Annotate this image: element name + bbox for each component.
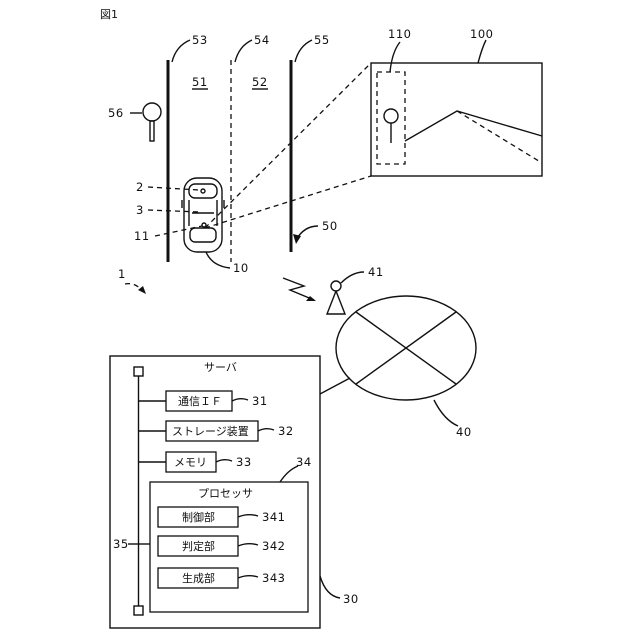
- storage-label: ストレージ装置: [172, 425, 249, 438]
- device-11: [202, 223, 206, 227]
- leader-30: [320, 576, 340, 598]
- control-unit-label: 制御部: [182, 510, 215, 524]
- ref-10: 10: [233, 261, 249, 275]
- network: 40: [336, 296, 476, 439]
- ref-343: 343: [262, 571, 285, 585]
- system-ref: 1: [118, 267, 146, 294]
- ref-55: 55: [314, 33, 330, 47]
- field-of-view-lines: [205, 63, 371, 228]
- ref-33: 33: [236, 455, 252, 469]
- memory-label: メモリ: [174, 456, 207, 469]
- ref-30: 30: [343, 592, 359, 606]
- ref-40: 40: [456, 425, 472, 439]
- base-station: 41: [327, 265, 384, 314]
- processor-title: プロセッサ: [198, 487, 253, 500]
- road-sign: 56: [108, 103, 161, 141]
- leader-100: [478, 40, 486, 63]
- sign-plate: [143, 103, 161, 121]
- ref-32: 32: [278, 424, 294, 438]
- judge-unit-label: 判定部: [182, 539, 215, 553]
- ref-52: 52: [252, 75, 268, 89]
- camera-image: 110 100: [371, 27, 542, 176]
- car-rear-window: [190, 228, 216, 242]
- image-sign-plate: [384, 109, 398, 123]
- car-windshield: [189, 184, 217, 198]
- sign-pole: [150, 121, 154, 141]
- generate-unit-label: 生成部: [182, 571, 215, 585]
- ref-34: 34: [296, 455, 312, 469]
- ref-11: 11: [134, 229, 150, 243]
- ref-50: 50: [322, 219, 338, 233]
- server-network-link: [320, 378, 350, 394]
- image-road-edge: [405, 111, 542, 141]
- detection-region: [377, 72, 405, 164]
- bus-top-terminal: [134, 367, 143, 376]
- ref-342: 342: [262, 539, 285, 553]
- ref-100: 100: [470, 27, 493, 41]
- ref-35: 35: [113, 537, 129, 551]
- leader-2: [148, 187, 199, 190]
- leader-110: [390, 42, 400, 72]
- ref-53: 53: [192, 33, 208, 47]
- server: サーバ 35 通信ＩＦ 31 ストレージ装置 32 メモリ 33 プロセッサ 3…: [110, 356, 359, 628]
- ref-51: 51: [192, 75, 208, 89]
- figure-label: 図1: [100, 8, 118, 21]
- image-road-lane: [457, 111, 542, 163]
- leader-41: [341, 272, 364, 283]
- leader-11: [155, 226, 202, 236]
- ref-54: 54: [254, 33, 270, 47]
- ref-3: 3: [136, 203, 144, 217]
- comm-if-label: 通信ＩＦ: [178, 395, 222, 408]
- ref-1: 1: [118, 267, 126, 281]
- ref-31: 31: [252, 394, 268, 408]
- bus-bottom-terminal: [134, 606, 143, 615]
- camera-3: [201, 189, 205, 193]
- leader-53: [172, 40, 190, 62]
- ref-341: 341: [262, 510, 285, 524]
- ref-41: 41: [368, 265, 384, 279]
- leader-10: [206, 252, 230, 268]
- antenna-icon: [331, 281, 341, 291]
- leader-3: [148, 210, 200, 212]
- ref-2: 2: [136, 180, 144, 194]
- leader-55: [295, 40, 312, 62]
- wireless-link-icon: [283, 278, 314, 300]
- server-title: サーバ: [204, 361, 237, 374]
- leader-54: [235, 40, 252, 62]
- ref-110: 110: [388, 27, 411, 41]
- ref-56: 56: [108, 106, 124, 120]
- leader-40: [434, 400, 458, 426]
